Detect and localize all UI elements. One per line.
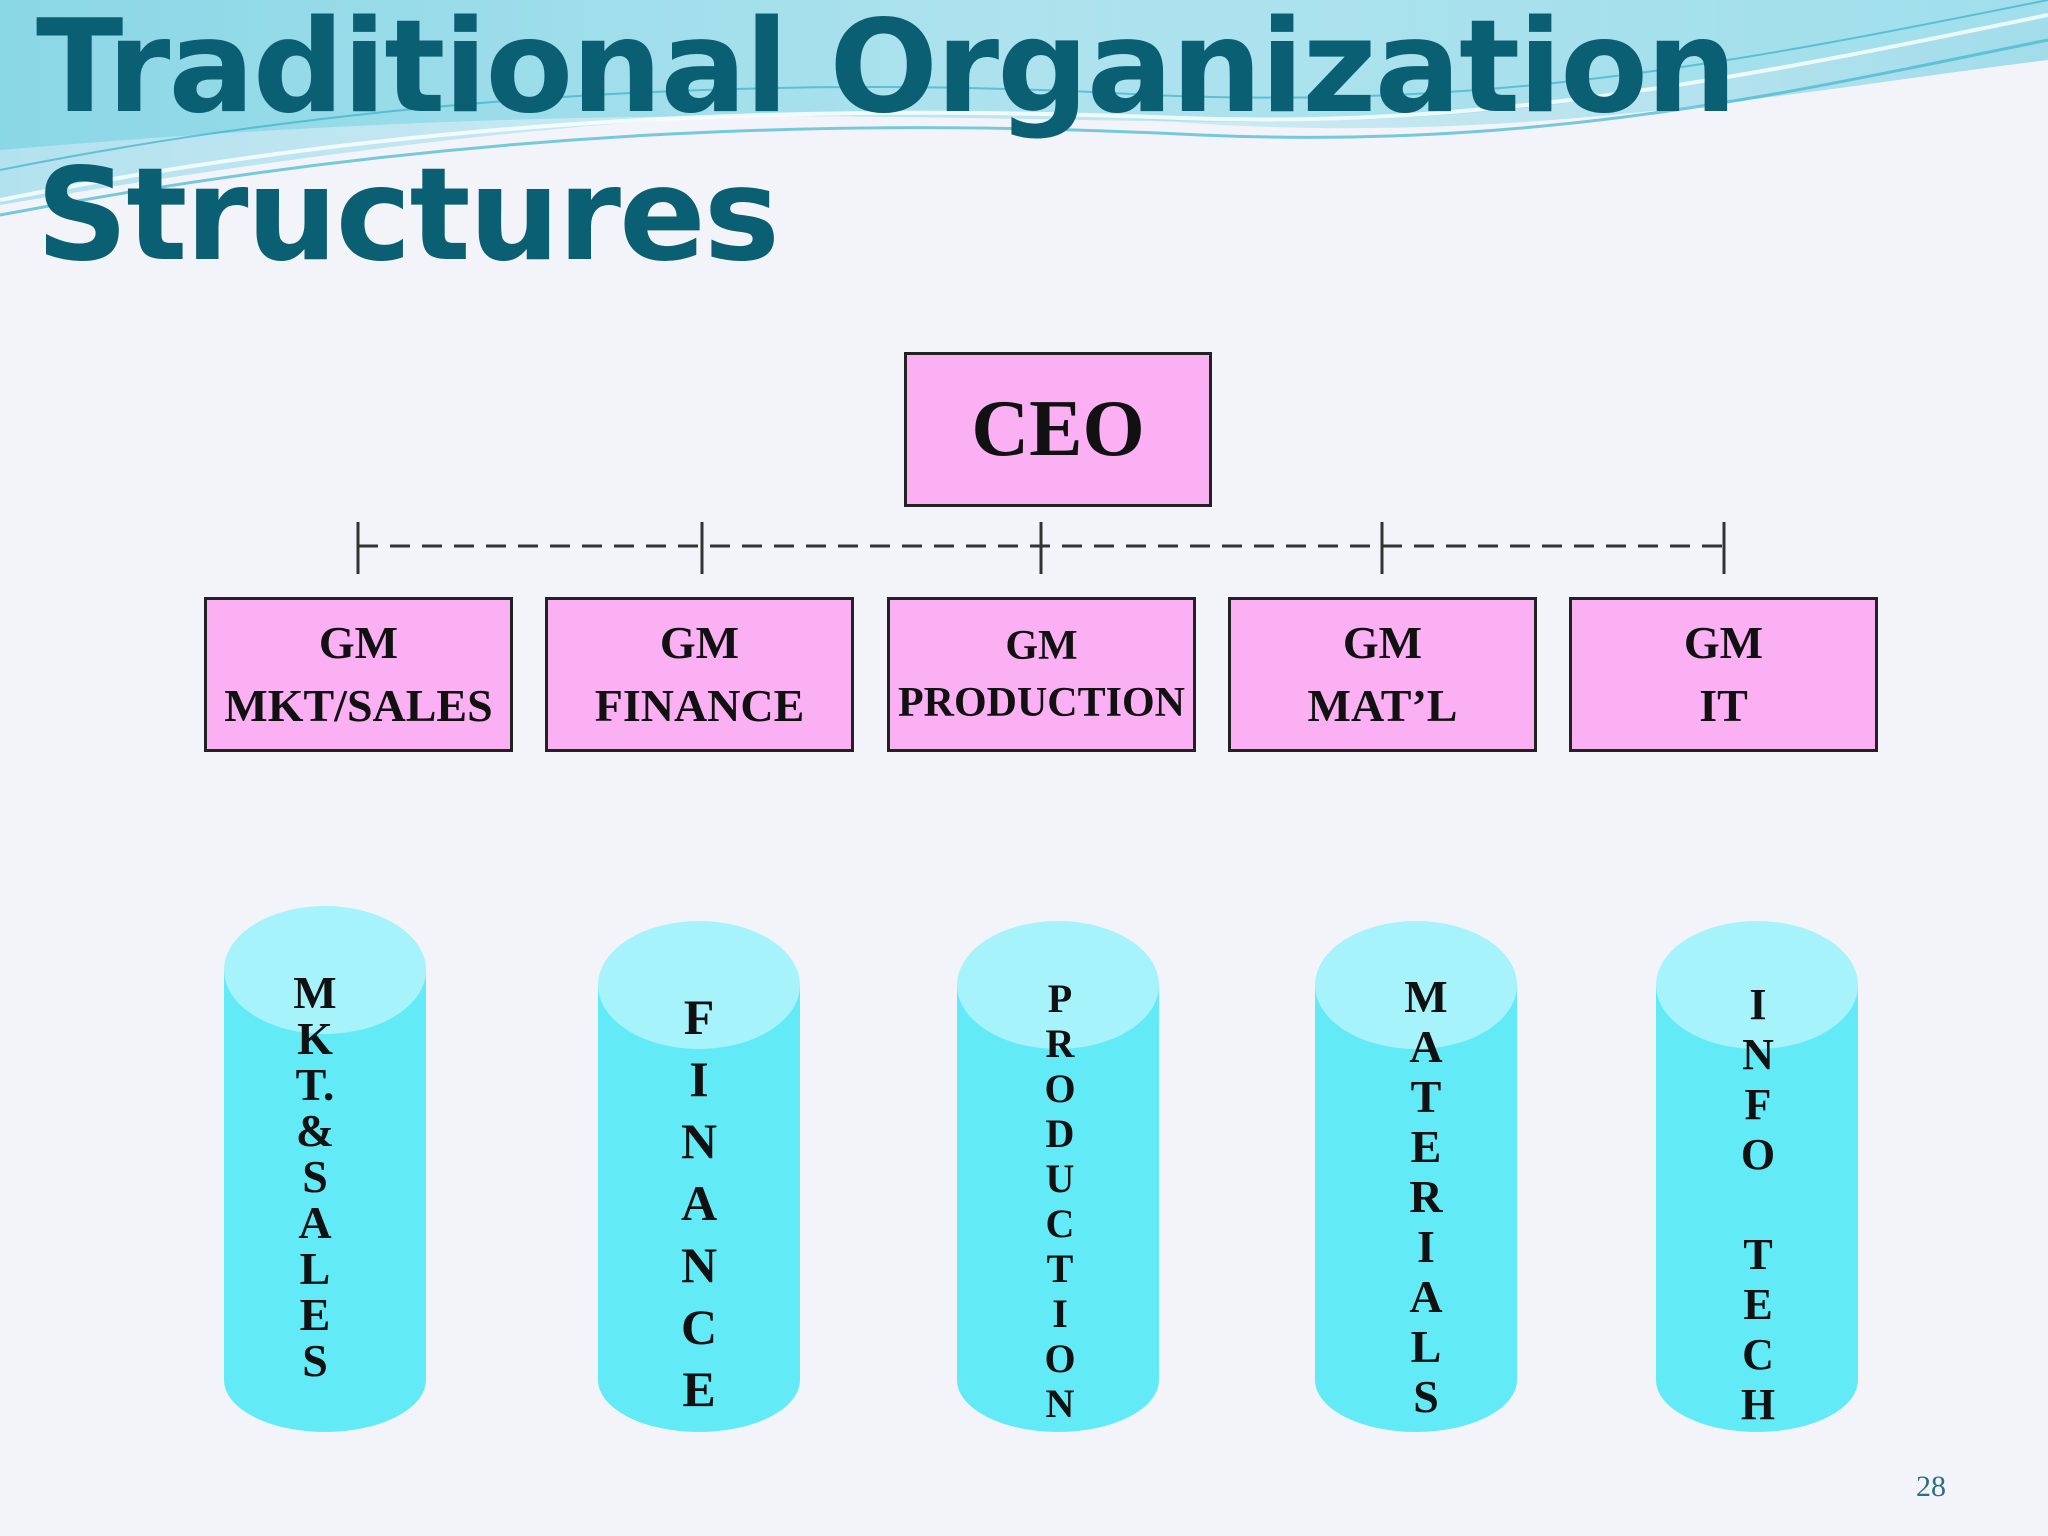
silo-letter: A xyxy=(1409,1021,1443,1072)
silo-letter: C xyxy=(1045,1201,1075,1246)
ceo-box: CEO xyxy=(904,352,1212,507)
silo-cylinder-finance xyxy=(598,921,800,1432)
gm-department: FINANCE xyxy=(594,679,805,731)
slide-title-line-2: Structures xyxy=(36,141,780,290)
header-wave-decoration xyxy=(0,0,2048,217)
silo-letter: M xyxy=(293,967,337,1018)
silo-letter: T xyxy=(1743,1230,1773,1279)
silo-letter: A xyxy=(298,1197,332,1248)
silo-letter: T xyxy=(1410,1071,1442,1122)
silo-letter: N xyxy=(680,1237,718,1293)
silo-letter: C xyxy=(680,1299,718,1355)
silo-letter: & xyxy=(295,1105,335,1156)
gm-box-materials: GM MAT’L xyxy=(1228,597,1537,752)
silo-letter: E xyxy=(1410,1121,1442,1172)
silo-letter: N xyxy=(680,1113,718,1169)
silo-letter: F xyxy=(1744,1080,1772,1129)
ceo-label: CEO xyxy=(971,385,1145,473)
gm-department: MAT’L xyxy=(1307,679,1458,731)
gm-title: GM xyxy=(1005,622,1078,669)
silo-letter: M xyxy=(1404,971,1448,1022)
silo-cylinder-info-tech xyxy=(1656,921,1858,1432)
silo-letter: P xyxy=(1047,976,1073,1021)
silo-letter: U xyxy=(1045,1156,1075,1201)
silo-letter: H xyxy=(1740,1380,1776,1429)
silo-letter: N xyxy=(1045,1381,1075,1426)
silo-letter: L xyxy=(299,1243,331,1294)
slide-title-line-1: Traditional Organization xyxy=(36,0,1737,142)
silo-letter: S xyxy=(302,1151,328,1202)
silo-cylinder-mkt-sales xyxy=(224,906,426,1432)
silo-label-materials: M A T E R I A L S xyxy=(1404,972,1447,1422)
silo-letter: S xyxy=(302,1335,328,1386)
gm-box-finance: GM FINANCE xyxy=(545,597,854,752)
gm-box-it: GM IT xyxy=(1569,597,1878,752)
silo-letter: C xyxy=(1742,1330,1774,1379)
gm-title: GM xyxy=(1342,617,1423,669)
gm-department: PRODUCTION xyxy=(897,679,1185,726)
silo-letter: T. xyxy=(295,1059,335,1110)
silo-letter: E xyxy=(682,1361,716,1417)
silo-letter: T xyxy=(1046,1246,1074,1291)
silo-letter: S xyxy=(1413,1371,1439,1422)
silo-letter: A xyxy=(680,1175,718,1231)
gm-department: IT xyxy=(1699,679,1748,731)
silo-letter: I xyxy=(1417,1221,1435,1272)
silo-letter: R xyxy=(1045,1021,1075,1066)
silo-letter: K xyxy=(297,1013,333,1064)
silo-letter: I xyxy=(1749,980,1767,1029)
silo-letter: I xyxy=(689,1051,709,1107)
gm-title: GM xyxy=(318,617,399,669)
silo-label-production: P R O D U C T I O N xyxy=(1044,976,1075,1426)
org-connector-line xyxy=(356,522,1726,574)
gm-title: GM xyxy=(659,617,740,669)
page-number: 28 xyxy=(1916,1470,1946,1503)
silo-letter: N xyxy=(1742,1030,1774,1079)
gm-title: GM xyxy=(1683,617,1764,669)
silo-cylinder-production xyxy=(957,921,1159,1432)
silo-letter: O xyxy=(1740,1130,1776,1179)
silo-letter: A xyxy=(1409,1271,1443,1322)
silo-label-mkt-sales: M K T. & S A L E S xyxy=(293,970,336,1384)
silo-letter: E xyxy=(1743,1280,1773,1329)
silo-letter: O xyxy=(1044,1066,1076,1111)
gm-department: MKT/SALES xyxy=(224,679,493,731)
silo-label-finance: F I N A N C E xyxy=(681,986,717,1420)
silo-letter: I xyxy=(1052,1291,1068,1336)
silo-letter: L xyxy=(1410,1321,1442,1372)
silo-cylinder-materials xyxy=(1315,921,1517,1432)
gm-box-production: GM PRODUCTION xyxy=(887,597,1196,752)
silo-label-info-tech: I N F O T E C H xyxy=(1741,980,1775,1430)
gm-box-mkt-sales: GM MKT/SALES xyxy=(204,597,513,752)
silo-letter: F xyxy=(683,989,715,1045)
silo-letter: O xyxy=(1044,1336,1076,1381)
silo-letter: D xyxy=(1045,1111,1075,1156)
silo-letter: R xyxy=(1409,1171,1443,1222)
silo-letter: E xyxy=(299,1289,331,1340)
